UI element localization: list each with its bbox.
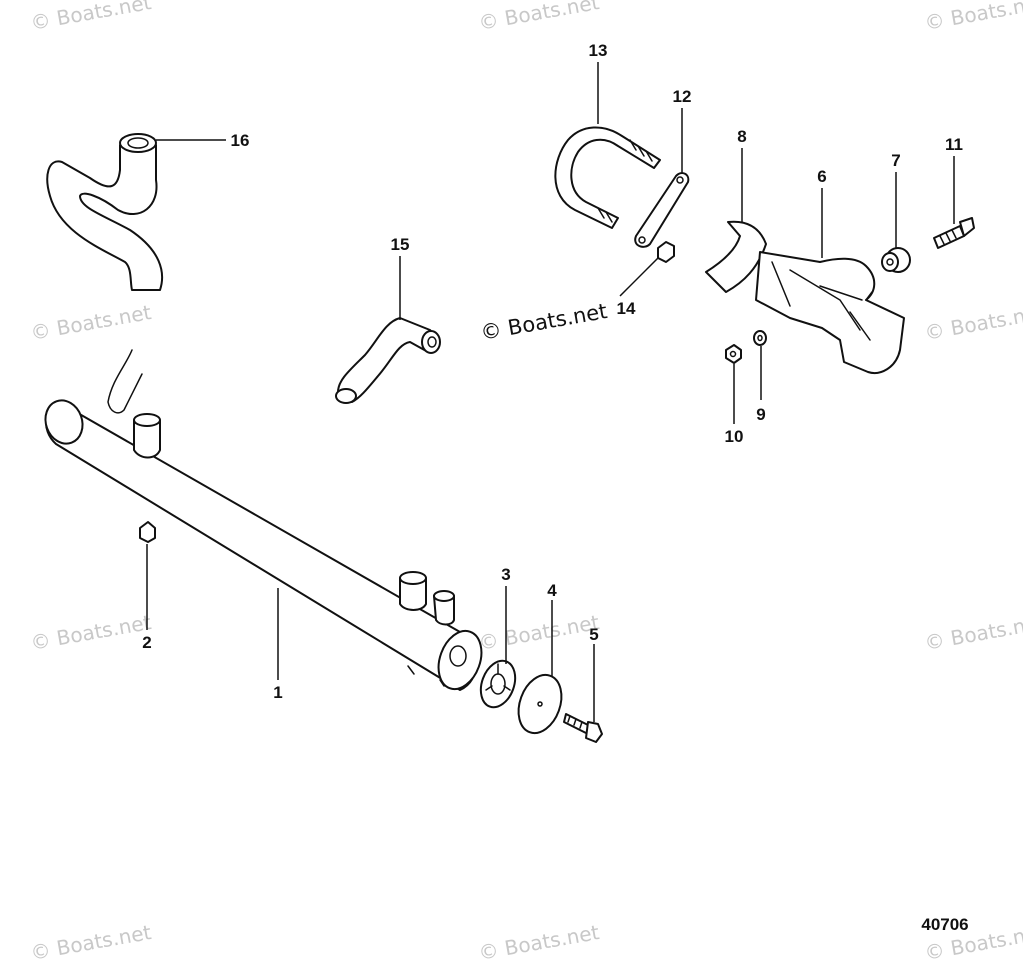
watermark: © Boats.net	[29, 300, 153, 345]
pad-8	[705, 220, 767, 293]
callout-8: 8	[737, 127, 746, 146]
callout-1: 1	[273, 683, 282, 702]
callout-5: 5	[589, 625, 598, 644]
nut-10	[725, 344, 742, 364]
bracket-6	[755, 251, 905, 374]
callout-11: 11	[945, 135, 963, 154]
watermark: © Boats.net	[477, 920, 601, 965]
u-bolt-13	[554, 126, 661, 229]
hose-15	[335, 317, 441, 404]
hose-16	[46, 133, 164, 291]
leader-lines	[146, 62, 955, 722]
heat-exchanger-1	[44, 349, 483, 691]
callout-14: 14	[617, 299, 636, 318]
washer-9	[753, 330, 767, 346]
strap-12	[634, 172, 690, 248]
callout-12: 12	[673, 87, 692, 106]
watermark: © Boats.net	[29, 0, 153, 35]
callout-16: 16	[231, 131, 250, 150]
watermark: © Boats.net	[29, 610, 153, 655]
callout-9: 9	[756, 405, 765, 424]
watermark: © Boats.net	[923, 0, 1023, 35]
figure-number: 40706	[921, 915, 968, 934]
callout-3: 3	[501, 565, 510, 584]
drain-plug-2	[139, 521, 156, 543]
watermark: © Boats.net	[477, 0, 601, 35]
callout-7: 7	[891, 151, 900, 170]
end-cover-4	[517, 673, 563, 735]
callout-6: 6	[817, 167, 826, 186]
watermark: © Boats.net	[923, 300, 1023, 345]
stud-11	[933, 217, 975, 249]
callout-4: 4	[547, 581, 557, 600]
watermark: © Boats.net	[29, 920, 153, 965]
callout-10: 10	[725, 427, 744, 446]
watermark: © Boats.net	[923, 610, 1023, 655]
callout-13: 13	[589, 41, 608, 60]
screw-5	[563, 713, 603, 743]
gasket-3	[479, 659, 517, 709]
callout-2: 2	[142, 633, 151, 652]
nut-14	[657, 241, 675, 263]
watermark: © Boats.net	[477, 610, 601, 655]
callout-15: 15	[391, 235, 410, 254]
grommet-7	[881, 247, 911, 273]
watermark-center: © Boats.net	[479, 299, 609, 345]
